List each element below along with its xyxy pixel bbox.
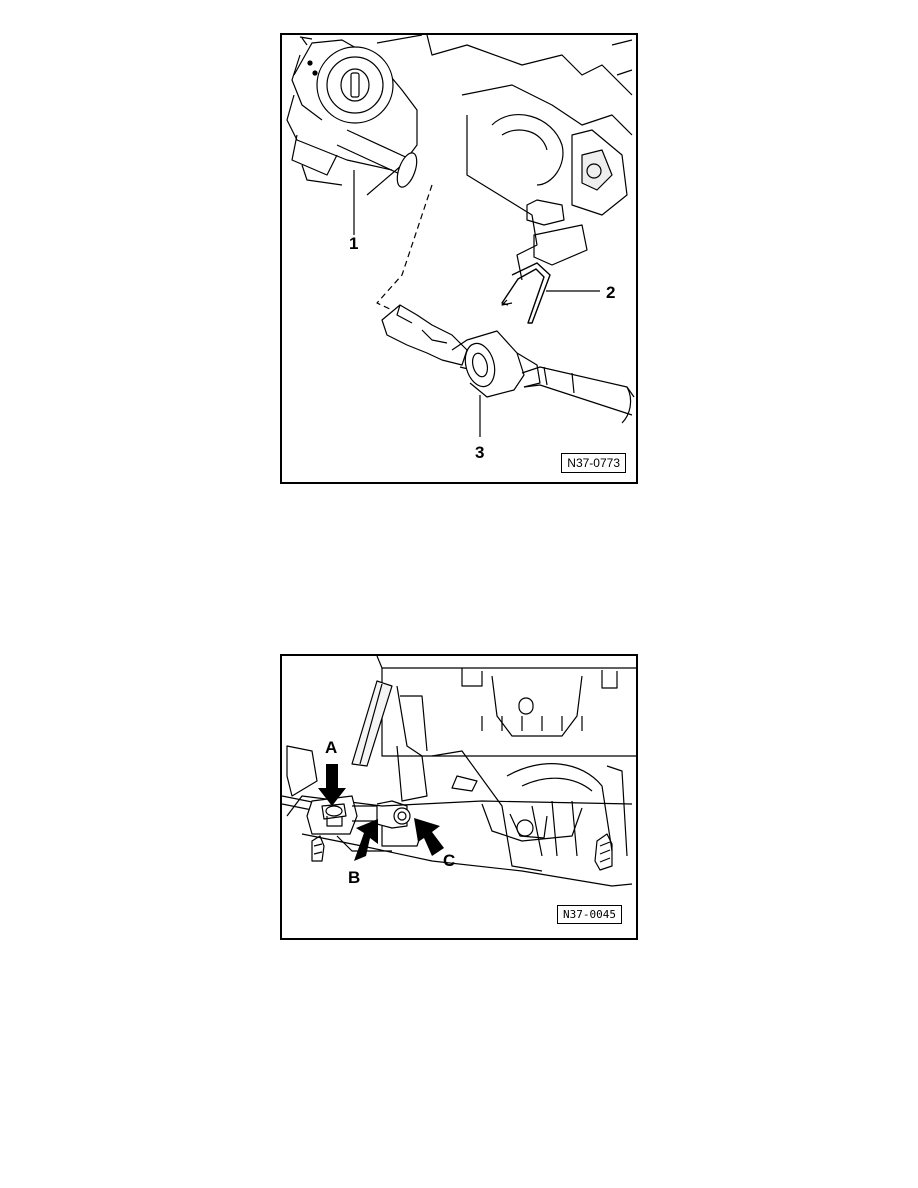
- callout-a: A: [325, 738, 338, 757]
- arrow-c: [414, 818, 444, 856]
- callout-1: 1: [349, 234, 359, 253]
- arrow-a: [318, 764, 346, 806]
- arrow-b: [354, 819, 378, 861]
- callout-c: C: [443, 851, 456, 870]
- figure-cable-bracket-shift-mechanism: A B C N37-0045: [280, 654, 638, 940]
- callout-3: 3: [475, 443, 485, 462]
- figure-code: N37-0773: [561, 453, 626, 473]
- figure-selector-lever-cable-ignition: 1 2 3 N37-0773: [280, 33, 638, 484]
- callout-2: 2: [606, 283, 616, 302]
- illustration-shift-mechanism: [282, 656, 636, 887]
- callout-b: B: [348, 868, 361, 887]
- illustration-ignition-lock-cable: [286, 35, 635, 437]
- figure-code: N37-0045: [557, 905, 622, 924]
